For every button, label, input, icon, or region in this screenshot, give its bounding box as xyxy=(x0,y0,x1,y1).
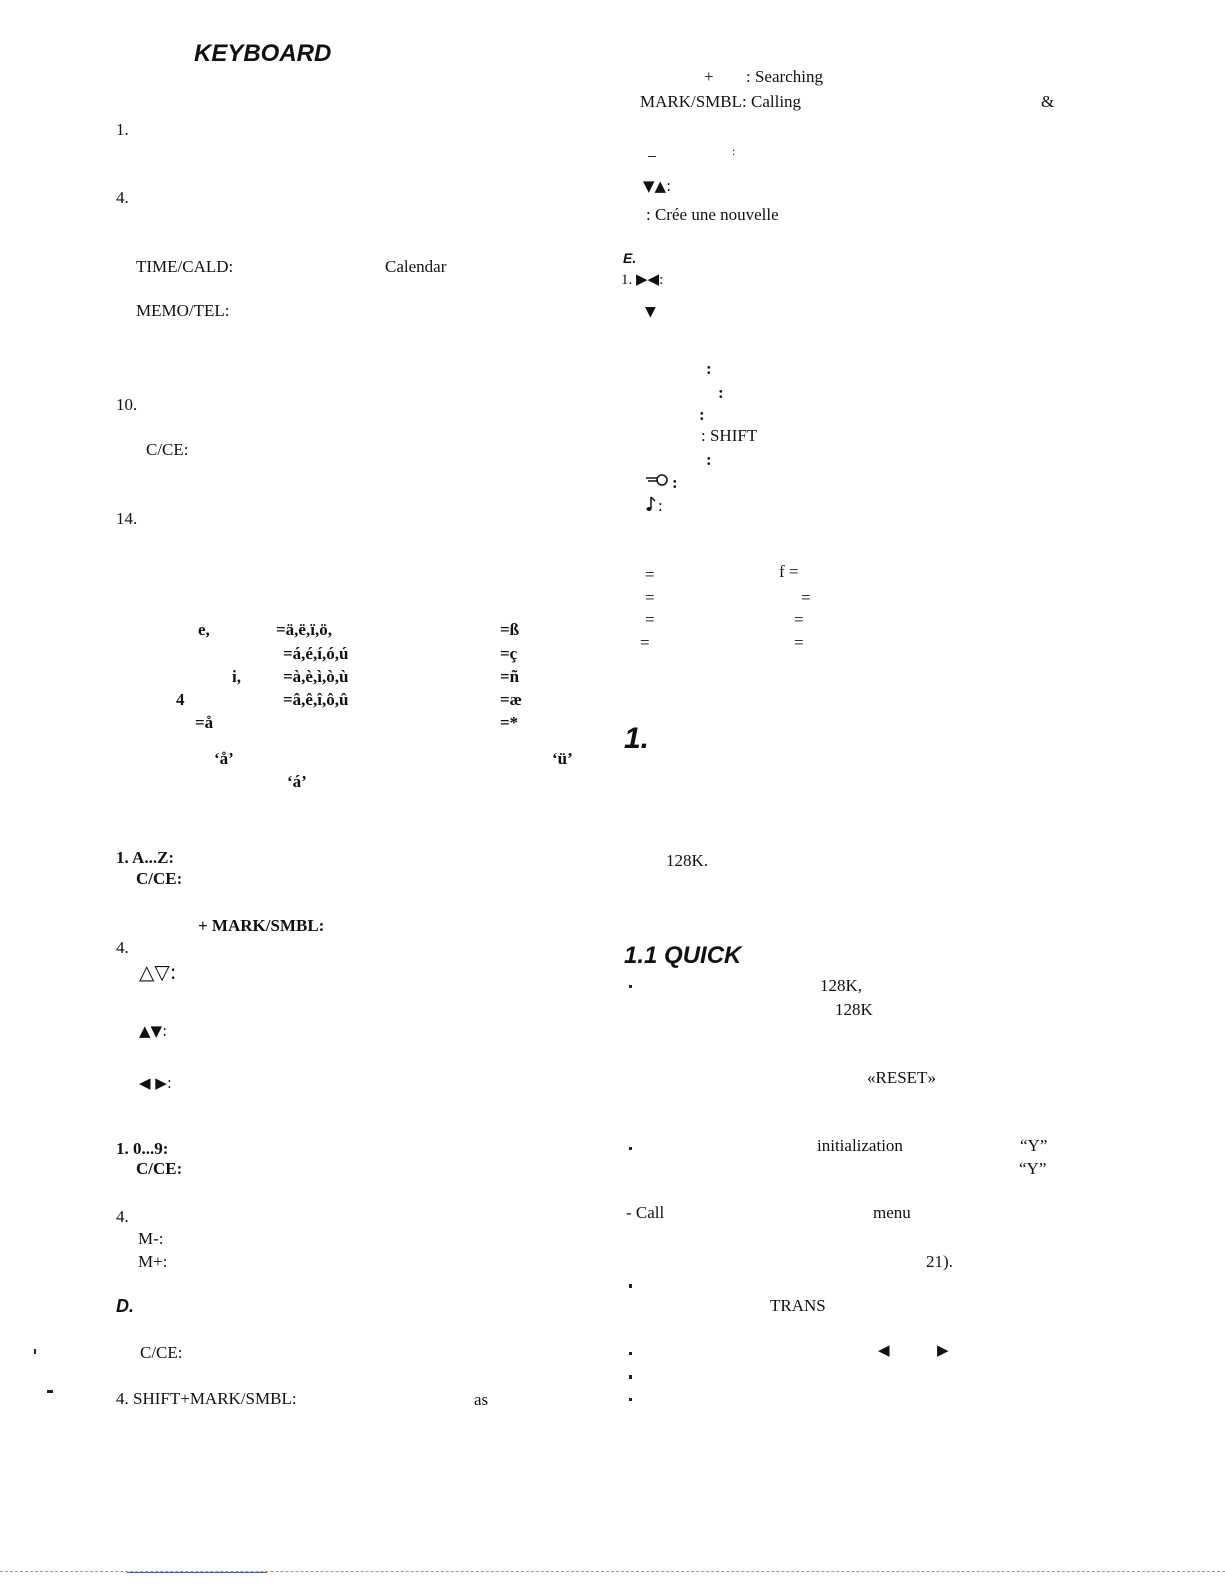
music-note-icon xyxy=(645,495,657,513)
colon-text: : xyxy=(672,473,678,492)
equals-sign: = xyxy=(794,633,804,652)
special-char: =ç xyxy=(500,644,518,663)
colon-text: : xyxy=(658,496,663,515)
item-number-1: 1. xyxy=(116,120,129,139)
key-label-c-ce: C/CE: xyxy=(146,440,189,459)
equals-sign: f = xyxy=(779,562,799,581)
memory-size-text: 128K xyxy=(835,1000,873,1019)
equals-sign: = xyxy=(645,610,655,629)
memory-size-text: 128K, xyxy=(820,976,863,995)
accent-values: =á,é,í,ó,ú xyxy=(283,644,349,663)
reset-text: «RESET» xyxy=(867,1068,936,1087)
equals-sign: = xyxy=(640,633,650,652)
ampersand-text: & xyxy=(1041,92,1055,111)
colon-text: : xyxy=(732,144,736,158)
plus-sign: + xyxy=(704,67,714,86)
menu-text: menu xyxy=(873,1203,911,1222)
key-label-plus-mark: + MARK/SMBL: xyxy=(198,916,325,935)
special-char: =ñ xyxy=(500,667,520,686)
section-heading-keyboard: KEYBOARD xyxy=(194,40,332,67)
key-label-time-cald: TIME/CALD: xyxy=(136,257,234,276)
as-text: as xyxy=(474,1390,489,1409)
mark-calling-text: MARK/SMBL: Calling xyxy=(640,92,802,111)
colon-text: : xyxy=(706,450,712,469)
key-label-zero-nine: 1. 0...9: xyxy=(116,1139,169,1158)
key-label-c-ce: C/CE: xyxy=(136,1159,183,1178)
key-label-c-ce: C/CE: xyxy=(136,869,183,888)
memory-size-text: 128K. xyxy=(666,851,709,870)
shift-text: : SHIFT xyxy=(701,426,758,445)
left-arrow-icon: ◀ xyxy=(878,1341,890,1359)
item-number-10: 10. xyxy=(116,395,138,414)
scan-speck xyxy=(648,156,656,157)
special-char: =æ xyxy=(500,690,522,709)
item-number-14: 14. xyxy=(116,509,138,528)
key-label-shift-mark: 4. SHIFT+MARK/SMBL: xyxy=(116,1389,297,1408)
accent-values: =ä,ë,ï,ö, xyxy=(276,620,332,639)
page-bottom-highlight xyxy=(127,1572,267,1573)
colon-text: : xyxy=(706,359,712,378)
accent-values: =â,ê,î,ô,û xyxy=(283,690,349,709)
section-heading-1: 1. xyxy=(624,722,650,755)
bullet-dot xyxy=(629,1284,632,1288)
initialization-text: initialization xyxy=(817,1136,903,1155)
cree-text: : Crée une nouvelle xyxy=(646,205,779,224)
bullet-dot xyxy=(629,1375,632,1379)
bullet-dot xyxy=(629,1398,632,1401)
item-number-4: 4. xyxy=(116,1207,129,1226)
searching-text: : Searching xyxy=(746,67,823,86)
key-label-memo-tel: MEMO/TEL: xyxy=(136,301,230,320)
key-label-m-minus: M-: xyxy=(138,1229,164,1248)
left-right-arrows-icon: ◀ ▶: xyxy=(139,1074,172,1092)
quoted-char: ‘å’ xyxy=(214,749,234,768)
special-char: =ß xyxy=(500,620,520,639)
call-text: - Call xyxy=(626,1203,665,1222)
key-label-m-plus: M+: xyxy=(138,1252,168,1271)
colon-text: : xyxy=(699,405,705,424)
quoted-y: “Y” xyxy=(1020,1136,1048,1155)
accent-key: e, xyxy=(198,620,210,639)
accent-values: =å xyxy=(195,713,214,732)
bullet-dot xyxy=(629,1352,632,1355)
page-reference-text: 21). xyxy=(926,1252,953,1271)
scan-speck xyxy=(47,1390,53,1393)
item-number-4: 4. xyxy=(116,938,129,957)
colon-text: : xyxy=(718,383,724,402)
equals-sign: = xyxy=(645,588,655,607)
section-heading-e: E. xyxy=(623,250,637,266)
item-number-4: 4. xyxy=(116,188,129,207)
accent-values: =à,è,ì,ò,ù xyxy=(283,667,349,686)
key-label-c-ce: C/CE: xyxy=(140,1343,183,1362)
key-label-a-z: 1. A...Z: xyxy=(116,848,175,867)
right-arrow-icon: ▶ xyxy=(937,1341,949,1359)
bullet-dot xyxy=(629,1147,632,1150)
left-right-arrows-icon: 1. ▶◀: xyxy=(621,272,664,288)
triangle-arrows-icon: △▽: xyxy=(139,960,177,984)
quoted-char: ‘ü’ xyxy=(552,749,573,768)
section-heading-d: D. xyxy=(116,1296,134,1316)
calendar-text: Calendar xyxy=(385,257,447,276)
up-down-arrows-icon: ▲▼: xyxy=(139,1022,168,1040)
quoted-char: ‘á’ xyxy=(287,772,307,791)
equals-sign: = xyxy=(801,588,811,607)
key-icon xyxy=(645,472,669,488)
accent-key: 4 xyxy=(176,690,185,709)
equals-sign: = xyxy=(794,610,804,629)
down-arrow-icon: ▼ xyxy=(645,304,656,320)
bullet-dot xyxy=(629,985,632,988)
page-bottom-rule xyxy=(0,1571,1225,1572)
section-heading-quick: 1.1 QUICK xyxy=(624,942,742,969)
quoted-y: “Y” xyxy=(1019,1159,1047,1178)
equals-sign: = xyxy=(645,565,655,584)
trans-text: TRANS xyxy=(770,1296,826,1315)
scan-speck xyxy=(34,1349,36,1354)
special-char: =* xyxy=(500,713,519,732)
down-up-arrows-icon: ▼▲: xyxy=(643,177,672,195)
accent-key: i, xyxy=(232,667,241,686)
